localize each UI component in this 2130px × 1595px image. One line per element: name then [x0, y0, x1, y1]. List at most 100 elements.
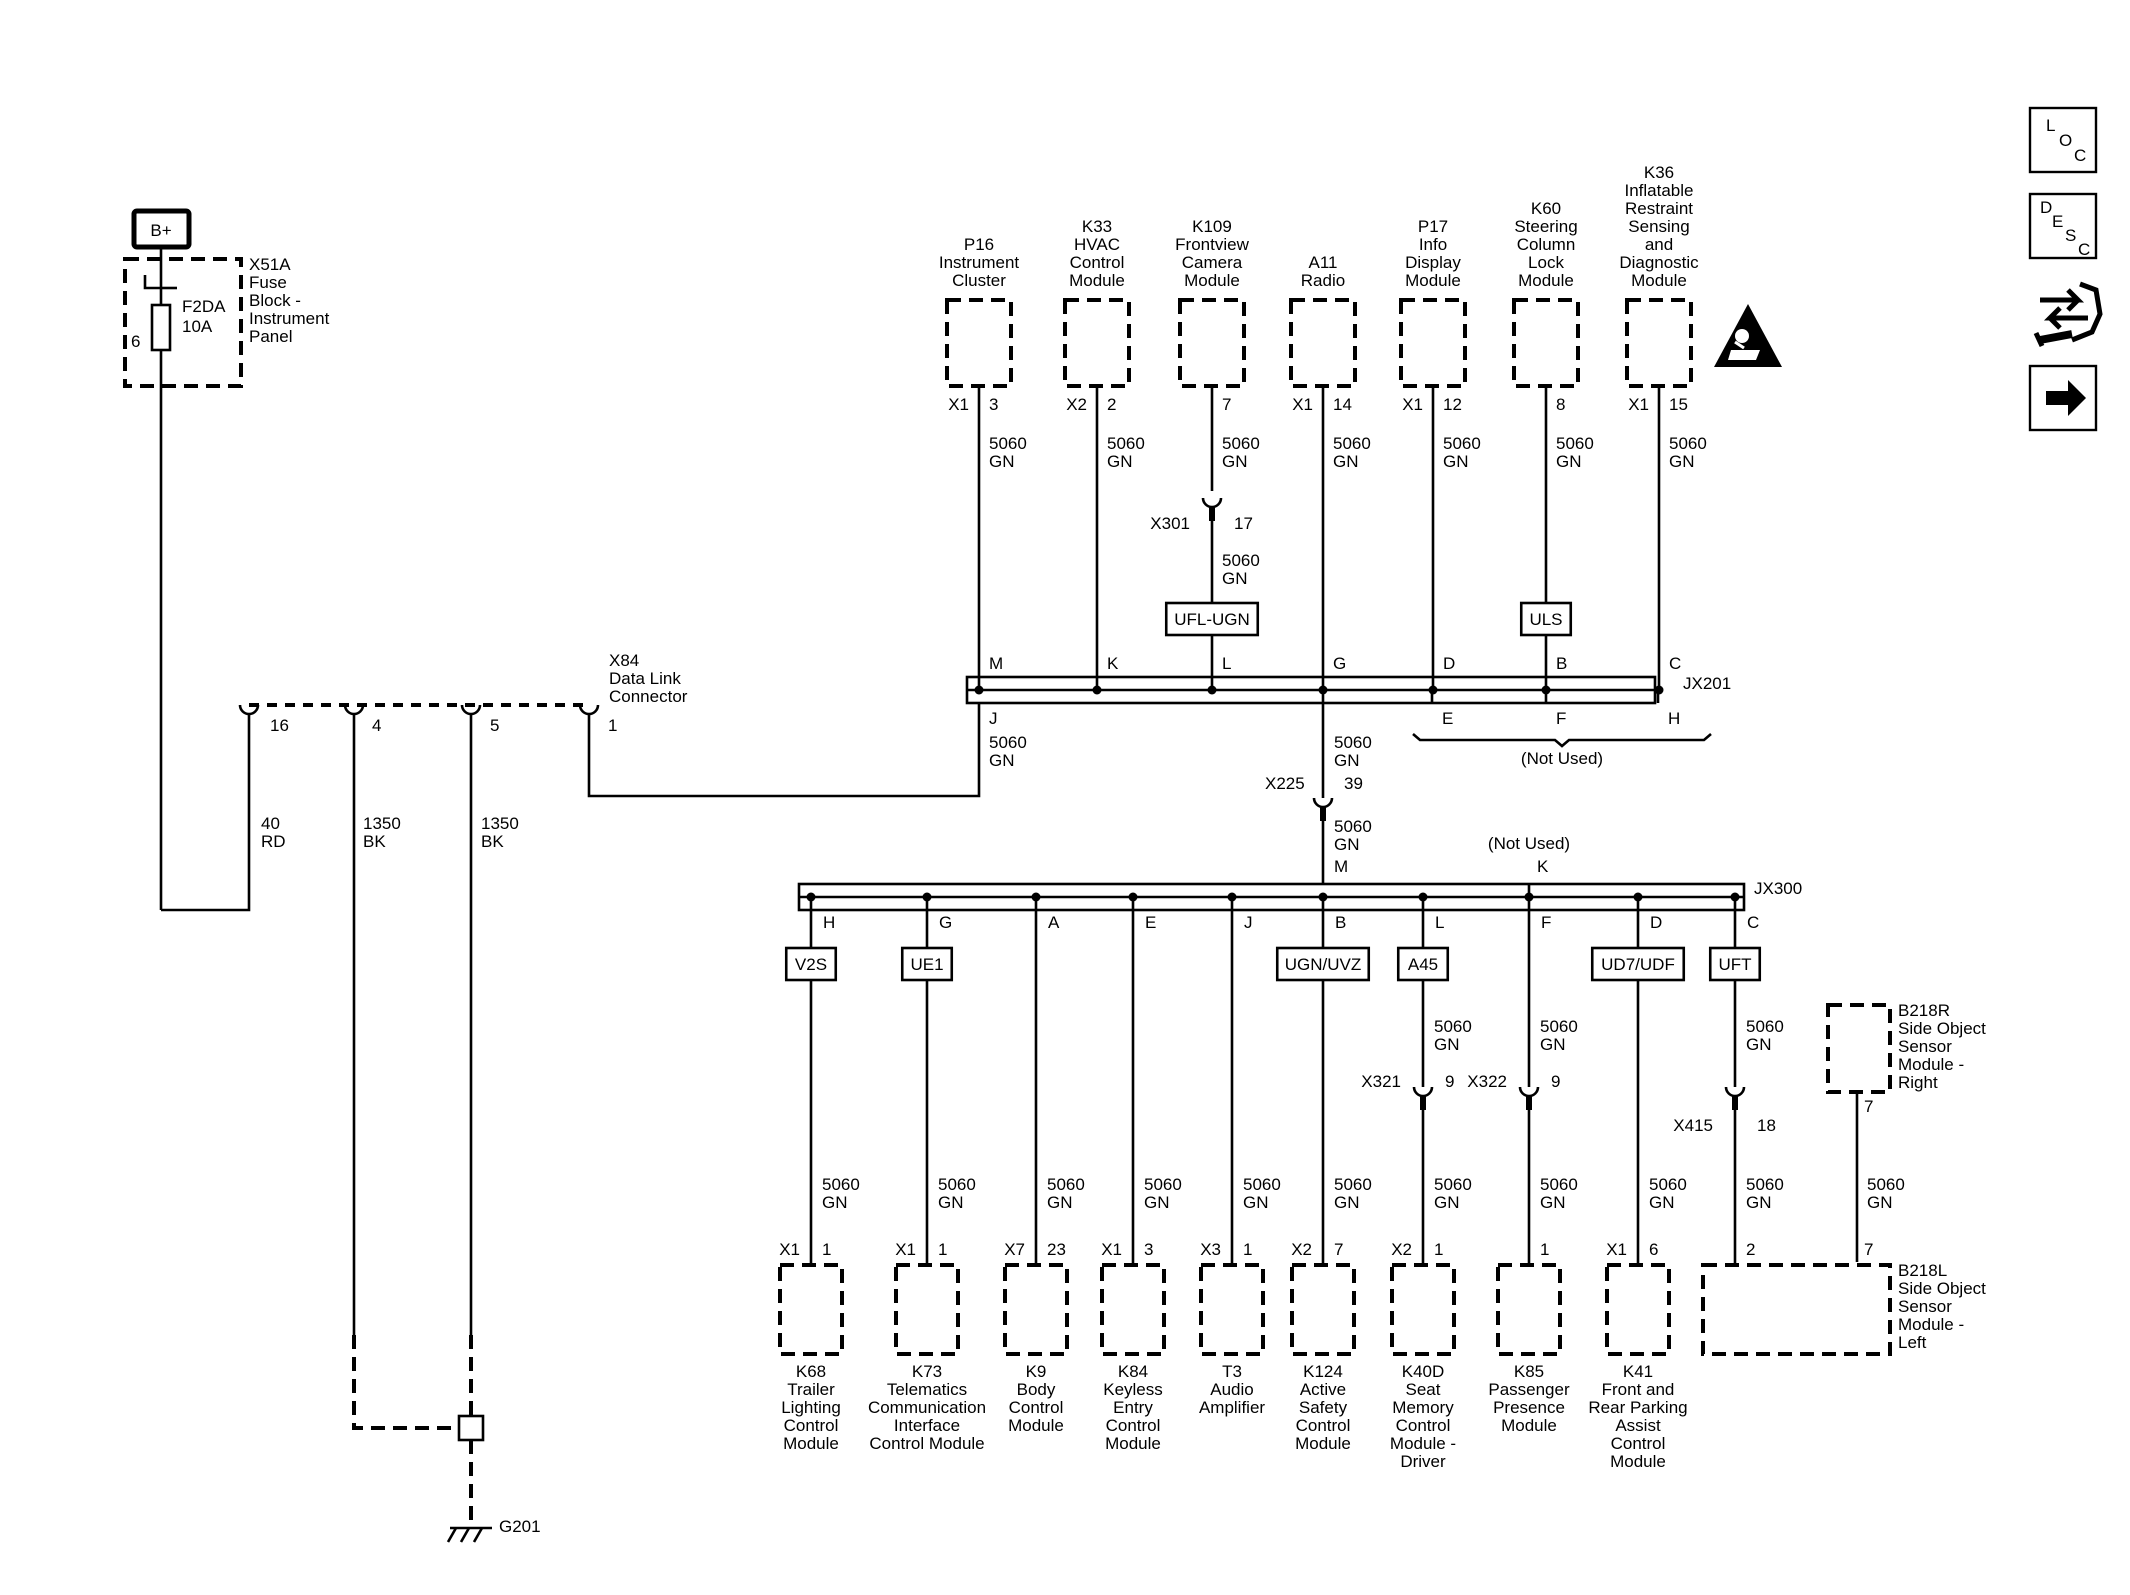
- pin-label: 3: [989, 395, 998, 414]
- wire-color: GN: [1333, 452, 1359, 471]
- jx201-pin-f: F: [1556, 709, 1566, 728]
- module-name-line: Inflatable: [1625, 181, 1694, 200]
- module-name-line: Cluster: [952, 271, 1006, 290]
- b218r-name-1: B218R: [1898, 1001, 1950, 1020]
- splice-pin-label: H: [823, 913, 835, 932]
- connector-label: X1: [948, 395, 969, 414]
- wire-num-x225-b: 5060: [1334, 817, 1372, 836]
- x225-pin: 39: [1344, 774, 1363, 793]
- wire-color: GN: [989, 452, 1015, 471]
- option-tag-uls: ULS: [1519, 601, 1573, 637]
- module-name-line: Control: [784, 1416, 839, 1435]
- top-module-k36: K36InflatableRestraintSensingandDiagnost…: [1619, 163, 1707, 695]
- module-name-line: K73: [912, 1362, 942, 1381]
- wire-number: 5060: [1746, 1175, 1784, 1194]
- wire-number: 5060: [1334, 1175, 1372, 1194]
- wire-number: 5060: [1746, 1017, 1784, 1036]
- option-tag-uft: UFT: [1708, 946, 1762, 982]
- fuse-block-name-3: Block -: [249, 291, 301, 310]
- wire-number: 5060: [1107, 434, 1145, 453]
- module-name-line: Side Object: [1898, 1279, 1986, 1298]
- next-arrow-icon: [2046, 380, 2086, 416]
- b218r-wire-color: GN: [1867, 1193, 1893, 1212]
- jx201-pin-e: E: [1442, 709, 1453, 728]
- desc-e: E: [2052, 212, 2063, 231]
- pin-label: 2: [1746, 1240, 1755, 1259]
- splice-pin-label: C: [1669, 654, 1681, 673]
- wire-color: GN: [1334, 1193, 1360, 1212]
- module-name-line: Module: [1184, 271, 1240, 290]
- next-arrow-button[interactable]: [2028, 364, 2098, 432]
- wire-number: 5060: [1434, 1175, 1472, 1194]
- wire-number: 5060: [1443, 434, 1481, 453]
- wire-color: GN: [1746, 1193, 1772, 1212]
- module-name-line: Module: [1069, 271, 1125, 290]
- airbag-warning-icon: [1714, 304, 1782, 367]
- module-name-line: Seat: [1406, 1380, 1441, 1399]
- connector-label: X1: [779, 1240, 800, 1259]
- option-tag-v2s-label: V2S: [795, 955, 827, 974]
- splice-pin-label: F: [1541, 913, 1551, 932]
- pin-label: 7: [1222, 395, 1231, 414]
- x225-name: X225: [1265, 774, 1305, 793]
- connector-label: X1: [1292, 395, 1313, 414]
- pin-label: 3: [1144, 1240, 1153, 1259]
- inline-connector-name: X322: [1467, 1072, 1507, 1091]
- module-name-line: Left: [1898, 1333, 1927, 1352]
- inline-connector-x225: X225 39: [1265, 774, 1363, 821]
- jx300-name: JX300: [1754, 879, 1802, 898]
- b-plus-supply: B+: [131, 208, 192, 250]
- module-name-line: Diagnostic: [1619, 253, 1699, 272]
- module-name-line: Trailer: [787, 1380, 835, 1399]
- wire-number: 5060: [1222, 551, 1260, 570]
- module-name-line: Control: [1009, 1398, 1064, 1417]
- module-name-line: Rear Parking: [1588, 1398, 1687, 1417]
- data-link-connector-x84: 16 4 5 1 X84 Data Link Connector 40 RD 1…: [238, 651, 688, 851]
- module-name-line: Body: [1017, 1380, 1056, 1399]
- pin-label: 2: [1107, 395, 1116, 414]
- repair-icon[interactable]: [2033, 281, 2103, 348]
- loc-button[interactable]: L O C: [2028, 106, 2098, 174]
- b218r-name-3: Sensor: [1898, 1037, 1952, 1056]
- module-box: [1003, 1263, 1069, 1356]
- module-name-line: Telematics: [887, 1380, 967, 1399]
- module-name-line: Assist: [1615, 1416, 1661, 1435]
- desc-button[interactable]: D E S C: [2028, 192, 2098, 260]
- pin-label: 1: [1540, 1240, 1549, 1259]
- dlc-name-1: X84: [609, 651, 639, 670]
- module-name-line: Module: [1105, 1434, 1161, 1453]
- module-name-line: Module: [783, 1434, 839, 1453]
- pin-label: 15: [1669, 395, 1688, 414]
- inline-connector-pin: 9: [1551, 1072, 1560, 1091]
- module-name-line: A11: [1309, 253, 1338, 272]
- module-name-line: Info: [1419, 235, 1447, 254]
- fuse-block-name-2: Fuse: [249, 273, 287, 292]
- inline-connector-pin: 9: [1445, 1072, 1454, 1091]
- ground-circuit: G201: [352, 714, 541, 1543]
- pin-label: 1: [822, 1240, 831, 1259]
- wire-color: GN: [1649, 1193, 1675, 1212]
- pin-label: 8: [1556, 395, 1565, 414]
- connector-label: X1: [1606, 1240, 1627, 1259]
- b-plus-label: B+: [150, 221, 171, 240]
- wire-number: 5060: [1540, 1017, 1578, 1036]
- pin-label: 1: [1243, 1240, 1252, 1259]
- splice-pin-label: E: [1145, 913, 1156, 932]
- connector-label: X1: [1402, 395, 1423, 414]
- wire-color-x225-b: GN: [1334, 835, 1360, 854]
- b218r-name-2: Side Object: [1898, 1019, 1986, 1038]
- wire-dlc-to-jx201: [587, 703, 981, 798]
- module-name-line: B218L: [1898, 1261, 1947, 1280]
- module-name-line: Radio: [1301, 271, 1345, 290]
- inline-connector-name: X321: [1361, 1072, 1401, 1091]
- splice-dot: [1092, 685, 1102, 695]
- ground-splice: [457, 1414, 485, 1442]
- ground-icon: [446, 1526, 492, 1543]
- fuse-block-name-5: Panel: [249, 327, 292, 346]
- b218r-name-5: Right: [1898, 1073, 1938, 1092]
- b218r-name-4: Module -: [1898, 1055, 1964, 1074]
- module-name-line: Audio: [1210, 1380, 1253, 1399]
- wire-number: 5060: [989, 434, 1027, 453]
